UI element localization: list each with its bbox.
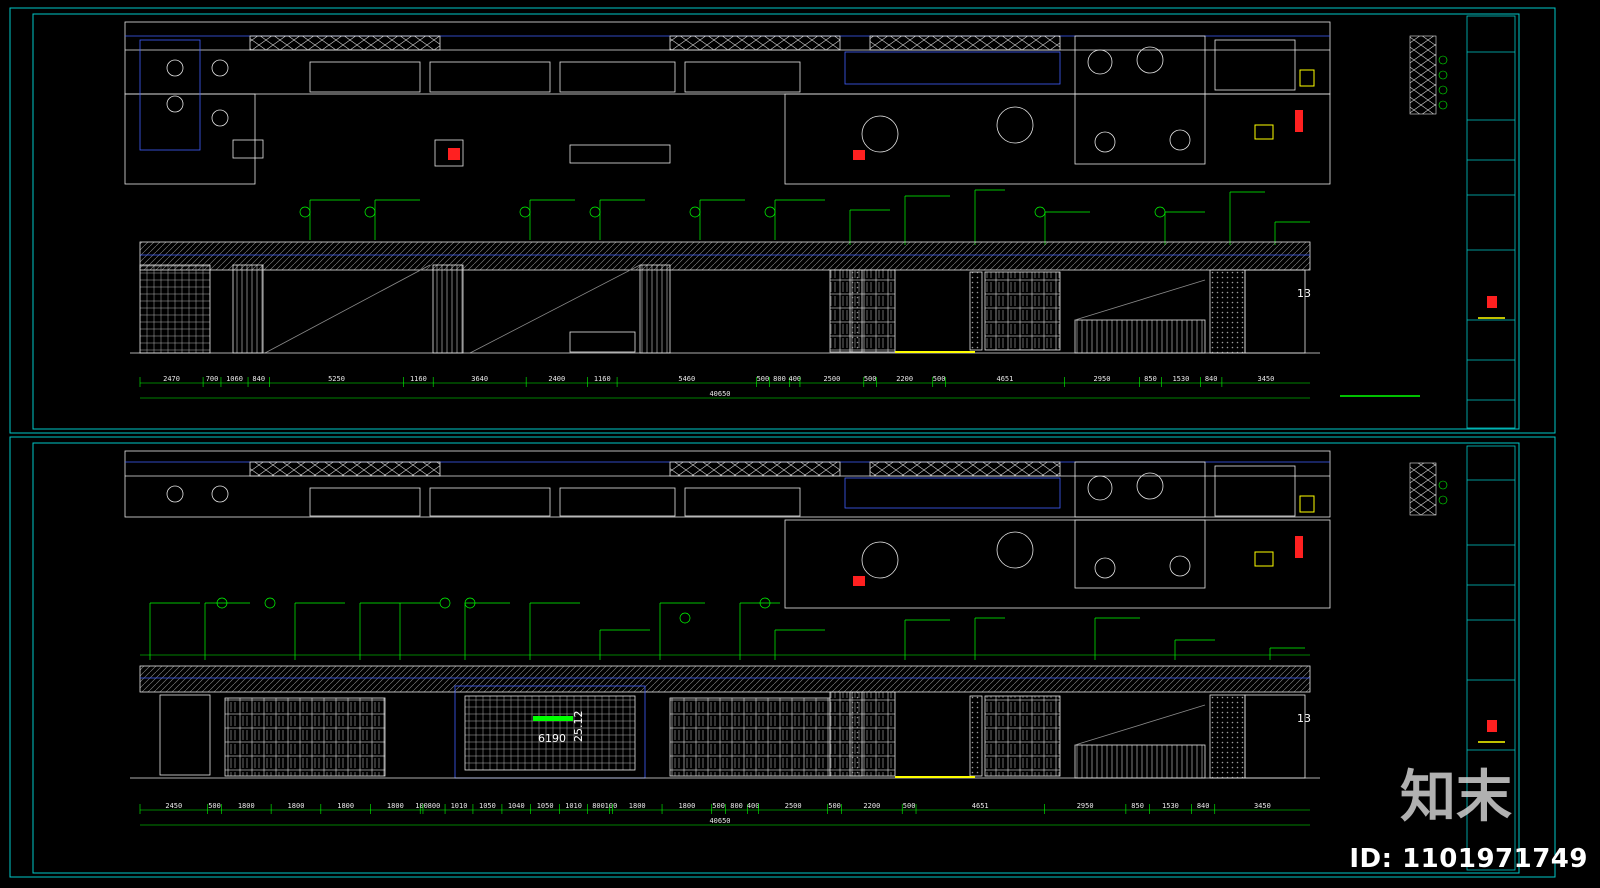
dim-value: 840 (252, 375, 265, 383)
dim-value: 1040 (508, 802, 525, 810)
upper-legend-swatch (1409, 35, 1437, 115)
dim-value: 800 (592, 802, 605, 810)
upper-dimensions: 2470 700 1060 840 5250 1160 3640 2400 1160 5460 50… (139, 375, 1275, 387)
lower-title-block (1466, 445, 1516, 871)
dim-value: 1010 (565, 802, 582, 810)
dim-value: 400 (789, 375, 802, 383)
dim-value: 500 (903, 802, 916, 810)
upper-dim-lines (140, 382, 1310, 399)
dim-value: 500 (208, 802, 221, 810)
lower-total-dim: 40650 (709, 817, 730, 825)
dim-value: 850 (1131, 802, 1144, 810)
dim-value: 1800 (238, 802, 255, 810)
watermark-logo: 知末 (1400, 765, 1512, 830)
dim-value: 1160 (594, 375, 611, 383)
dim-value: 100 (415, 802, 428, 810)
dim-value: 800 (730, 802, 743, 810)
dim-value: 1800 (678, 802, 695, 810)
dim-value: 800 (773, 375, 786, 383)
lower-dim-lines (140, 809, 1310, 826)
lower-elevation (130, 665, 1320, 779)
dim-value: 400 (747, 802, 760, 810)
upper-title-block (1466, 15, 1516, 429)
dim-value: 2450 (165, 802, 182, 810)
dim-value: 5250 (328, 375, 345, 383)
dim-value: 100 (605, 802, 618, 810)
dim-value: 840 (1197, 802, 1210, 810)
dim-value: 500 (712, 802, 725, 810)
dim-value: 1060 (226, 375, 243, 383)
lift-label-upper: 13 (1297, 287, 1311, 300)
dim-value: 500 (864, 375, 877, 383)
upper-plan (124, 21, 1331, 185)
dim-value: 840 (1205, 375, 1218, 383)
dim-value: 1050 (537, 802, 554, 810)
lift-label-lower: 13 (1297, 712, 1311, 725)
dim-value: 800 (428, 802, 441, 810)
dim-value: 2470 (163, 375, 180, 383)
dim-value: 2400 (548, 375, 565, 383)
dim-value: 500 (757, 375, 770, 383)
dim-value: 700 (206, 375, 219, 383)
dim-value: 1160 (410, 375, 427, 383)
dim-value: 2950 (1077, 802, 1094, 810)
screen-marker (533, 716, 573, 721)
upper-callouts (299, 189, 1310, 245)
dim-value: 2500 (785, 802, 802, 810)
dim-value: 1050 (479, 802, 496, 810)
dim-value: 2500 (823, 375, 840, 383)
lower-sheet: 6190 25.12 13 2450 500 1800 1800 1800 1800 100… (124, 445, 1516, 871)
dim-value: 1800 (337, 802, 354, 810)
dim-value: 1800 (387, 802, 404, 810)
dim-value: 3450 (1254, 802, 1271, 810)
dim-value: 3640 (471, 375, 488, 383)
dim-value: 500 (828, 802, 841, 810)
dim-value: 1530 (1172, 375, 1189, 383)
dim-value: 1010 (451, 802, 468, 810)
lower-legend-swatch (1409, 462, 1437, 516)
dim-value: 1800 (288, 802, 305, 810)
dim-value: 2950 (1094, 375, 1111, 383)
upper-elevation (130, 241, 1320, 354)
dim-value: 500 (933, 375, 946, 383)
lower-plan (124, 450, 1331, 609)
dim-value: 2200 (863, 802, 880, 810)
dim-value: 5460 (678, 375, 695, 383)
dim-value: 4651 (996, 375, 1013, 383)
dim-value: 1800 (629, 802, 646, 810)
lower-callouts (149, 597, 1305, 660)
dim-value: 1530 (1162, 802, 1179, 810)
upper-total-dim: 40650 (709, 390, 730, 398)
sheet-frames (9, 7, 1556, 878)
upper-sheet: 13 2470 700 1060 840 5250 1160 3640 2400 1160 546… (124, 15, 1516, 429)
dim-value: 850 (1144, 375, 1157, 383)
side-label: 25.12 (572, 711, 585, 743)
dim-value: 2200 (896, 375, 913, 383)
watermark-id: ID: 1101971749 (1349, 844, 1588, 874)
dim-value: 3450 (1258, 375, 1275, 383)
dim-value: 4651 (972, 802, 989, 810)
screen-label: 6190 (538, 732, 566, 745)
